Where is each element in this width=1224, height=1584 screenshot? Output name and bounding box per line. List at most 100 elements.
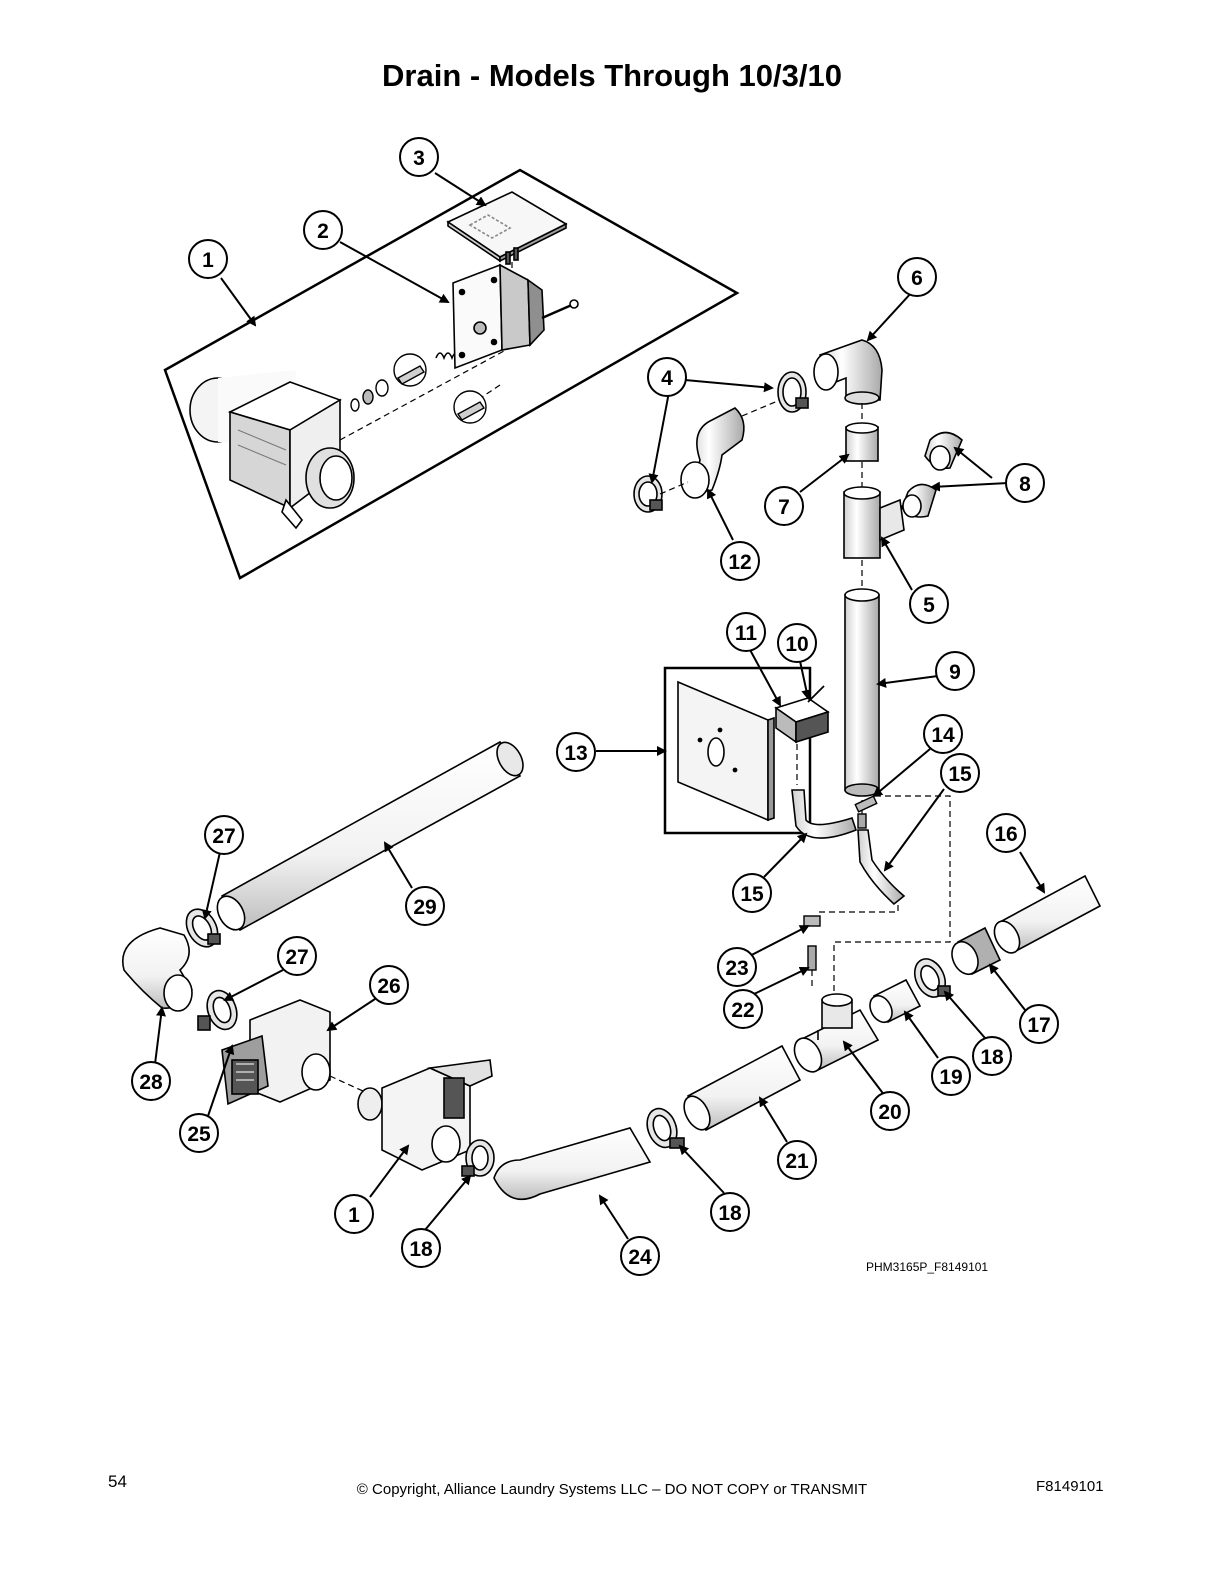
sensor-bracket [774,685,830,744]
callout-19: 19 [931,1056,971,1096]
svg-text:27: 27 [285,946,308,969]
callout-1: 1 [334,1194,374,1234]
callout-10: 10 [777,623,817,663]
svg-text:29: 29 [413,896,436,919]
svg-text:19: 19 [939,1066,962,1089]
callout-14: 14 [923,714,963,754]
callouts: 1 2 3 4 5 6 7 8 9 10 11 12 13 14 15 15 1… [131,137,1059,1276]
svg-text:1: 1 [202,249,214,272]
short-drain-pipe [993,874,1102,954]
dashed-assembly-axis [796,744,951,1000]
svg-text:17: 17 [1027,1014,1050,1037]
callout-18: 18 [710,1192,750,1232]
callout-2: 2 [303,210,343,250]
svg-text:24: 24 [628,1246,652,1269]
callout-17: 17 [1019,1004,1059,1044]
document-code: F8149101 [1036,1478,1104,1495]
svg-text:13: 13 [564,742,587,765]
svg-text:27: 27 [212,825,235,848]
pipe-coupling [845,422,879,462]
pump-housing [189,370,355,530]
callout-24: 24 [620,1236,660,1276]
svg-text:23: 23 [725,957,748,980]
callout-13: 13 [556,732,596,772]
hose-clamp [646,1107,685,1149]
svg-text:6: 6 [911,267,923,290]
callout-7: 7 [764,486,804,526]
svg-text:4: 4 [661,367,673,390]
svg-text:5: 5 [923,594,935,617]
svg-text:15: 15 [740,883,764,906]
page-number: 54 [108,1472,127,1491]
callout-12: 12 [720,541,760,581]
callout-15: 15 [732,873,772,913]
svg-text:25: 25 [187,1123,211,1146]
rubber-coupling [951,926,1002,976]
svg-text:7: 7 [778,496,790,519]
svg-text:9: 9 [949,661,961,684]
svg-text:3: 3 [413,147,425,170]
hose-clamp [461,1139,495,1177]
callout-15: 15 [940,753,980,793]
svg-text:26: 26 [377,975,400,998]
elbow-fitting [813,339,883,405]
mounting-plate [677,680,775,822]
callout-28: 28 [131,1061,171,1101]
svg-text:14: 14 [931,724,955,747]
callout-leaders [154,172,1046,1240]
svg-text:11: 11 [735,622,758,645]
pipe-coupling [869,978,922,1024]
callout-1: 1 [188,239,228,279]
svg-text:12: 12 [728,551,751,574]
svg-text:18: 18 [718,1202,742,1225]
pump-assembly-frame [163,168,740,580]
drain-pump-assembly [221,999,331,1106]
callout-8: 8 [1005,463,1045,503]
callout-22: 22 [723,989,763,1029]
svg-text:18: 18 [409,1238,433,1261]
control-board [446,191,568,265]
copyright-notice: © Copyright, Alliance Laundry Systems LL… [356,1481,868,1498]
hose-clamp [633,475,663,513]
callout-5: 5 [909,584,949,624]
hose-clamp [913,958,951,998]
callout-20: 20 [870,1091,910,1131]
svg-text:2: 2 [317,220,329,243]
callout-18: 18 [972,1036,1012,1076]
callout-27: 27 [277,936,317,976]
callout-3: 3 [399,137,439,177]
nut-and-barb [803,915,821,971]
svg-text:1: 1 [348,1204,360,1227]
small-elbow-fittings [901,431,963,518]
callout-4: 4 [647,357,687,397]
svg-text:15: 15 [948,763,972,786]
callout-16: 16 [986,813,1026,853]
svg-text:21: 21 [785,1150,809,1173]
svg-text:22: 22 [731,999,754,1022]
svg-text:16: 16 [994,823,1017,846]
hose-clamp [777,371,809,413]
callout-26: 26 [369,965,409,1005]
callout-18: 18 [401,1228,441,1268]
svg-text:28: 28 [139,1071,163,1094]
s-hose [680,407,745,499]
tee-fitting [793,993,880,1073]
callout-23: 23 [717,947,757,987]
callout-6: 6 [897,257,937,297]
svg-text:20: 20 [878,1101,901,1124]
tee-fitting [843,486,905,559]
long-drain-pipe [216,740,524,932]
sensor-hose [791,789,857,839]
vertical-standpipe [844,588,880,797]
drain-pipe-section [683,1044,802,1132]
page-title: Drain - Models Through 10/3/10 [382,58,842,93]
hose-clamp [197,989,238,1031]
callout-21: 21 [777,1140,817,1180]
drain-motor [452,263,579,370]
callout-25: 25 [179,1113,219,1153]
sensor-hose [857,829,906,906]
svg-text:10: 10 [785,633,808,656]
callout-29: 29 [405,886,445,926]
shaft-detail [393,353,487,424]
